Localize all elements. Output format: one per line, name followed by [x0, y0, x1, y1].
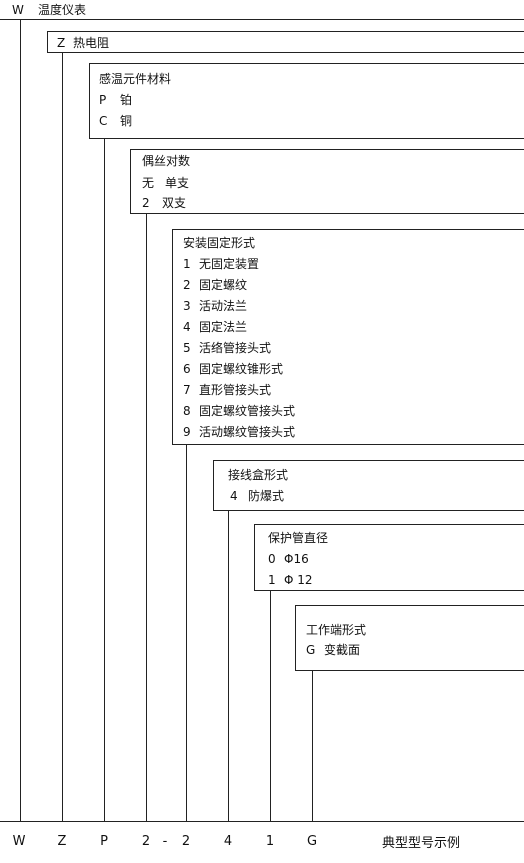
mounting-code: 2 — [183, 278, 191, 292]
model-caption: 典型型号示例 — [382, 836, 461, 851]
mounting-title: 安装固定形式 — [183, 236, 256, 250]
box-junction-box — [213, 460, 524, 511]
tube-diameter-code: 1 — [268, 573, 276, 587]
mounting-code: 6 — [183, 362, 191, 376]
mounting-code: 8 — [183, 404, 191, 418]
mounting-label: 固定螺纹锥形式 — [199, 362, 284, 376]
model-code-junction: 4 — [223, 834, 233, 849]
wire-pairs-label: 双支 — [162, 196, 187, 210]
box-tube-diameter — [254, 524, 524, 591]
model-code-end: G — [306, 834, 318, 849]
junction-box-label: 防爆式 — [248, 489, 285, 503]
resistance-code: Z — [57, 36, 66, 50]
connector-tube — [270, 590, 271, 821]
junction-box-code: 4 — [230, 489, 238, 503]
resistance-title: 热电阻 — [73, 36, 110, 50]
top-label: 温度仪表 — [38, 3, 87, 17]
working-end-code: G — [306, 643, 316, 657]
mounting-label: 活络管接头式 — [199, 341, 272, 355]
box-wire-pairs — [130, 149, 524, 214]
sensor-material-title: 感温元件材料 — [99, 72, 172, 86]
bottom-rule — [0, 821, 524, 822]
mounting-code: 7 — [183, 383, 191, 397]
mounting-label: 固定法兰 — [199, 320, 248, 334]
tube-diameter-label: Φ 12 — [284, 573, 313, 587]
tube-diameter-title: 保护管直径 — [268, 531, 329, 545]
connector-pairs — [146, 213, 147, 821]
model-code-mount: 2 — [181, 834, 191, 849]
junction-box-title: 接线盒形式 — [228, 468, 289, 482]
mounting-code: 9 — [183, 425, 191, 439]
connector-junction — [228, 510, 229, 821]
working-end-label: 变截面 — [324, 643, 361, 657]
model-code-p: P — [100, 834, 108, 849]
top-code: W — [12, 3, 24, 17]
wire-pairs-code: 2 — [142, 196, 150, 210]
tube-diameter-code: 0 — [268, 552, 276, 566]
sensor-material-code: C — [99, 114, 108, 128]
mounting-code: 1 — [183, 257, 191, 271]
box-sensor-material — [89, 63, 524, 139]
mounting-label: 固定螺纹 — [199, 278, 248, 292]
mounting-code: 4 — [183, 320, 191, 334]
wire-pairs-code: 无 — [142, 176, 155, 190]
mounting-label: 直形管接头式 — [199, 383, 272, 397]
box-working-end — [295, 605, 524, 671]
box-mounting-type — [172, 229, 524, 445]
top-rule — [0, 19, 524, 20]
tube-diameter-label: Φ16 — [284, 552, 309, 566]
connector-p — [104, 138, 105, 821]
mounting-label: 固定螺纹管接头式 — [199, 404, 296, 418]
model-code-dash: - — [162, 834, 168, 849]
box-resistance-type — [47, 31, 524, 53]
mounting-label: 活动螺纹管接头式 — [199, 425, 296, 439]
sensor-material-label: 铜 — [120, 114, 133, 128]
wire-pairs-title: 偶丝对数 — [142, 154, 191, 168]
mounting-code: 3 — [183, 299, 191, 313]
model-code-z: Z — [57, 834, 67, 849]
working-end-title: 工作端形式 — [306, 623, 367, 637]
model-code-pairs: 2 — [141, 834, 151, 849]
model-code-w: W — [12, 834, 26, 849]
mounting-code: 5 — [183, 341, 191, 355]
mounting-label: 活动法兰 — [199, 299, 248, 313]
mounting-label: 无固定装置 — [199, 257, 260, 271]
model-code-tube: 1 — [265, 834, 275, 849]
connector-z — [62, 52, 63, 821]
wire-pairs-label: 单支 — [165, 176, 190, 190]
sensor-material-code: P — [99, 93, 107, 107]
connector-mount — [186, 444, 187, 821]
connector-w — [20, 19, 21, 821]
sensor-material-label: 铂 — [120, 93, 133, 107]
connector-end — [312, 670, 313, 821]
